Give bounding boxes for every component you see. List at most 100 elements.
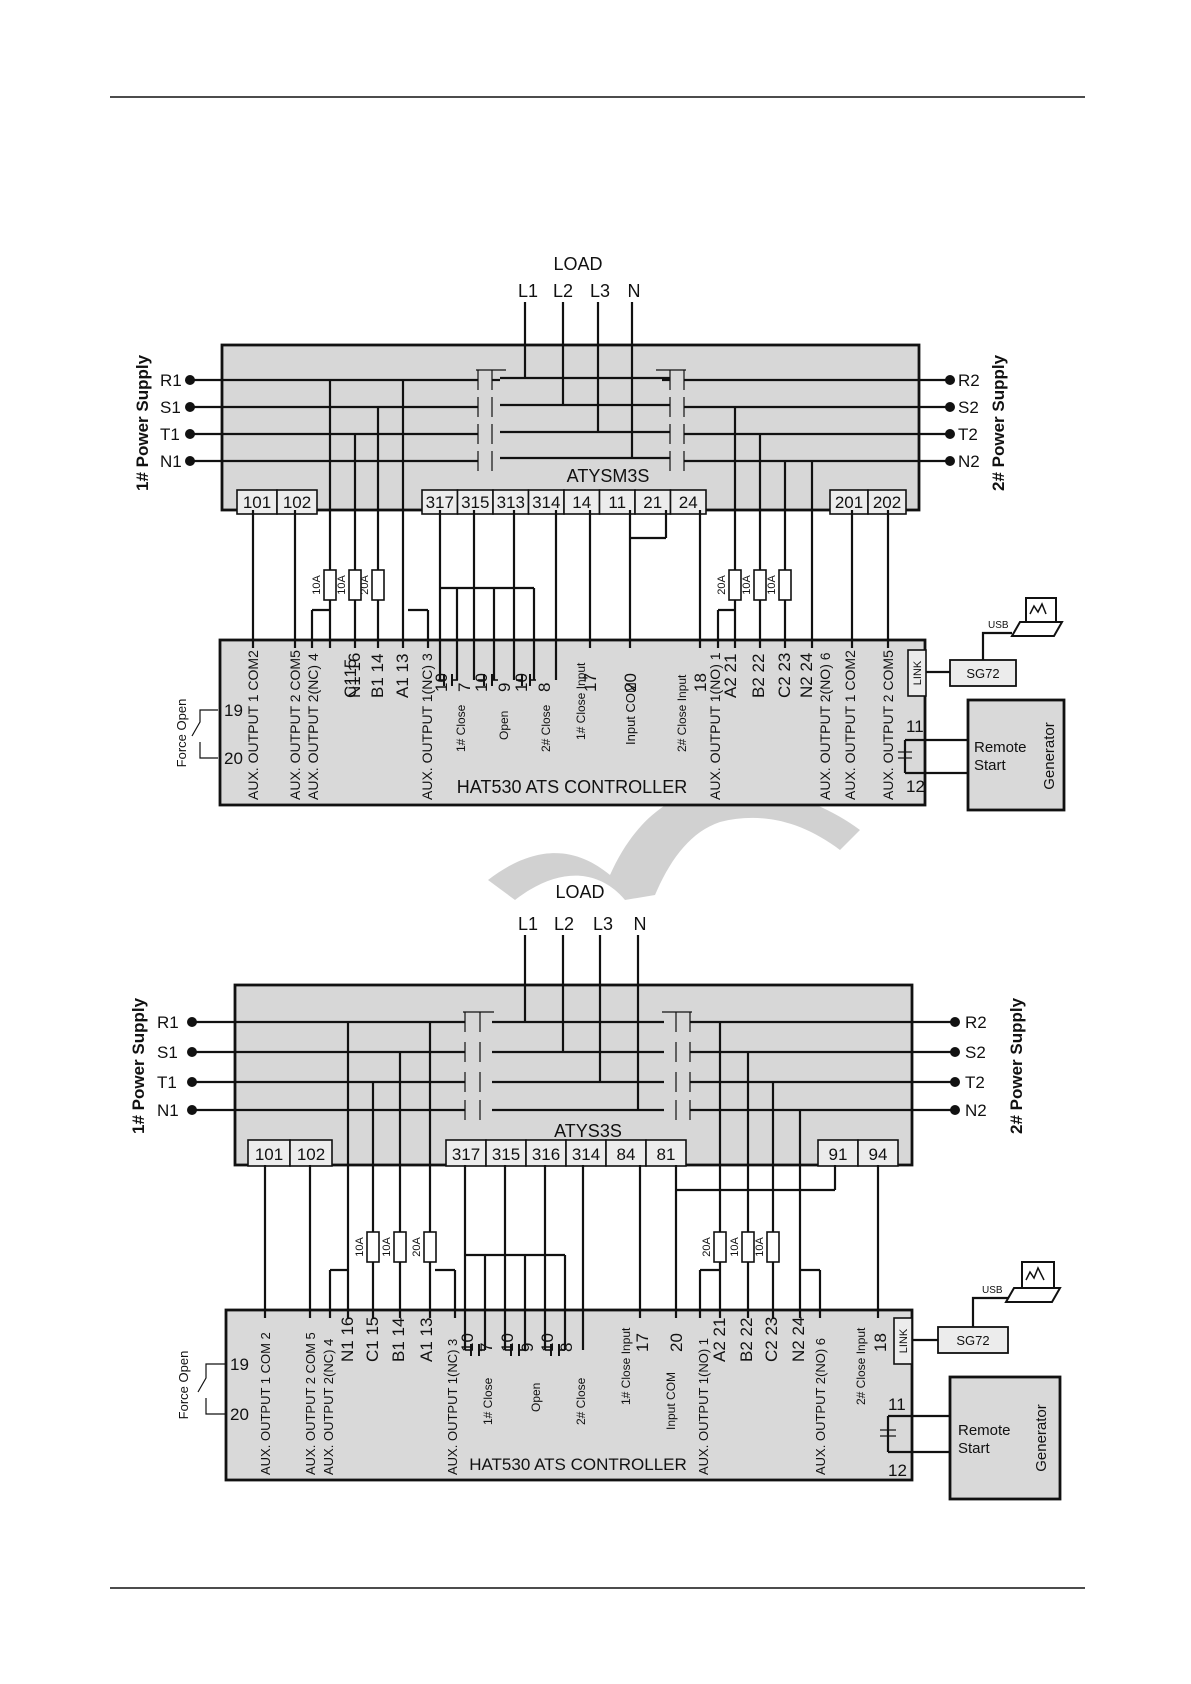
d1-fuse-right-1: 10A (741, 569, 767, 601)
d1-term-mid-6: 21 (634, 489, 672, 515)
svg-text:84: 84 (617, 1145, 636, 1164)
d2-fuse-left-0: 10A (354, 1231, 380, 1263)
load-title: LOAD (553, 254, 602, 274)
svg-text:315: 315 (492, 1145, 520, 1164)
supply2-n2-2: N2 (965, 1101, 987, 1120)
svg-text:101: 101 (255, 1145, 283, 1164)
d1-pin-label-18: N2 24 (797, 653, 816, 698)
remote-start-label: Remote (974, 739, 1027, 756)
force-open-label: Force Open (174, 699, 189, 768)
d1-pin-label-1: AUX. OUTPUT 2 COM5 (287, 650, 303, 800)
sg72-box-2 (937, 1326, 1009, 1354)
svg-text:21: 21 (643, 493, 662, 512)
svg-text:202: 202 (873, 493, 901, 512)
d2-pin-label-19: 2# Close Input (854, 1327, 868, 1405)
svg-text:316: 316 (532, 1145, 560, 1164)
svg-text:94: 94 (869, 1145, 888, 1164)
load-phase-l1-2: L1 (518, 914, 538, 934)
supply1-label-2: 1# Power Supply (129, 997, 148, 1134)
d1-pin-label-16: B2 22 (749, 654, 768, 698)
load-phase-l2-2: L2 (554, 914, 574, 934)
svg-text:20A: 20A (411, 1237, 423, 1257)
d1-pin-label-0: AUX. OUTPUT 1 COM2 (245, 650, 261, 800)
gen-11-2: 11 (888, 1395, 906, 1414)
d1-pin-label-12: Input COM (623, 682, 638, 745)
d2-pin-label-11: 1# Close Input (619, 1327, 633, 1405)
ats-switch-name-2: ATYS3S (554, 1121, 622, 1141)
d1-term-mid-4: 14 (563, 489, 601, 515)
supply2-r2-2: R2 (965, 1013, 987, 1032)
d1-pin-label-10: 2# Close (539, 704, 553, 752)
d2-pin-label-6: A1 13 (417, 1318, 436, 1362)
svg-text:102: 102 (283, 493, 311, 512)
svg-text:20A: 20A (701, 1237, 713, 1257)
load-phase-l3: L3 (590, 281, 610, 301)
gen-11: 11 (906, 717, 924, 736)
load-phase-n-2: N (634, 914, 647, 934)
supply1-n1-2: N1 (157, 1101, 179, 1120)
supply2-n2: N2 (958, 452, 980, 471)
d2-term-mid-4: 84 (605, 1139, 647, 1167)
svg-text:317: 317 (452, 1145, 480, 1164)
d2-fuse-right-0: 20A (701, 1231, 727, 1263)
generator-box (966, 698, 1066, 812)
d1-pin-label-2: AUX. OUTPUT 2(NC) 4 (305, 653, 321, 800)
d2-pin-label-15: B2 22 (737, 1318, 756, 1362)
gen-12-2: 12 (888, 1461, 907, 1480)
d2-pin-label-13: AUX. OUTPUT 1(NO) 1 (696, 1338, 711, 1475)
usb-label: USB (988, 620, 1009, 631)
load-phase-n: N (628, 281, 641, 301)
diagram-1: LOAD L1 L2 L3 N ATYSM3S R1 S1 (133, 254, 1066, 812)
load-phase-l3-2: L3 (593, 914, 613, 934)
svg-text:81: 81 (657, 1145, 676, 1164)
d1-fuse-left-2: 20A (359, 569, 385, 601)
d2-pin-label-14: A2 21 (710, 1318, 729, 1362)
svg-text:20A: 20A (359, 575, 371, 595)
d2-fuse-right-2: 10A (754, 1231, 780, 1263)
link-label-2: LINK (898, 1328, 910, 1353)
d1-term-left-1: 102 (276, 489, 318, 515)
d2-pin-label-16: C2 23 (762, 1317, 781, 1362)
d1-pin-label-17: C2 23 (775, 653, 794, 698)
svg-text:14: 14 (572, 493, 591, 512)
svg-text:10A: 10A (381, 1237, 393, 1257)
svg-text:314: 314 (572, 1145, 600, 1164)
d1-pin-label-6: A1 13 (393, 654, 412, 698)
supply1-t1-2: T1 (157, 1073, 177, 1092)
d2-pin-num-3: 9 (518, 1343, 537, 1352)
d2-pin-label-2: AUX. OUTPUT 2(NC) 4 (321, 1339, 336, 1475)
d1-pin-label-20: AUX. OUTPUT 1 COM2 (842, 650, 858, 800)
d2-pin-label-10: 2# Close (574, 1377, 588, 1425)
diagram-2: LOAD L1 L2 L3 N ATYS3S R1 S1 T1 (129, 882, 1062, 1501)
d2-pin-label-0: AUX. OUTPUT 1 COM 2 (258, 1332, 273, 1475)
controller-title-2: HAT530 ATS CONTROLLER (469, 1455, 687, 1474)
laptop-icon (1010, 597, 1064, 637)
d2-pin-num-7: 20 (667, 1333, 686, 1352)
d1-fuse-right-2: 10A (766, 569, 792, 601)
controller-body (218, 638, 927, 807)
svg-text:201: 201 (835, 493, 863, 512)
d2-pin-num-0: 10 (458, 1333, 477, 1352)
d1-term-mid-3: 314 (527, 489, 565, 515)
supply2-label: 2# Power Supply (989, 354, 1008, 491)
d1-pin-label-9: Open (497, 711, 511, 740)
d2-pin-label-8: 1# Close (481, 1377, 495, 1425)
d1-term-left-0: 101 (236, 489, 278, 515)
force-open-label-2: Force Open (176, 1351, 191, 1420)
supply1-label: 1# Power Supply (133, 354, 152, 491)
svg-text:10A: 10A (354, 1237, 366, 1257)
d2-term-left-0: 101 (247, 1139, 291, 1167)
d1-term-mid-7: 24 (669, 489, 707, 515)
svg-text:10A: 10A (754, 1237, 766, 1257)
d2-pin-label-17: N2 24 (789, 1317, 808, 1362)
d2-term-right-1: 94 (857, 1139, 899, 1167)
d1-pin-label-4: C115 (341, 659, 360, 698)
d1-pin-num-6: 17 (581, 673, 600, 692)
d2-term-left-1: 102 (289, 1139, 333, 1167)
sg72-label: SG72 (966, 666, 999, 681)
d1-pin-num-0: 10 (432, 673, 451, 692)
d2-pin-num-1: 7 (477, 1343, 496, 1352)
d1-pin-num-3: 9 (495, 683, 514, 692)
supply2-s2: S2 (958, 398, 979, 417)
